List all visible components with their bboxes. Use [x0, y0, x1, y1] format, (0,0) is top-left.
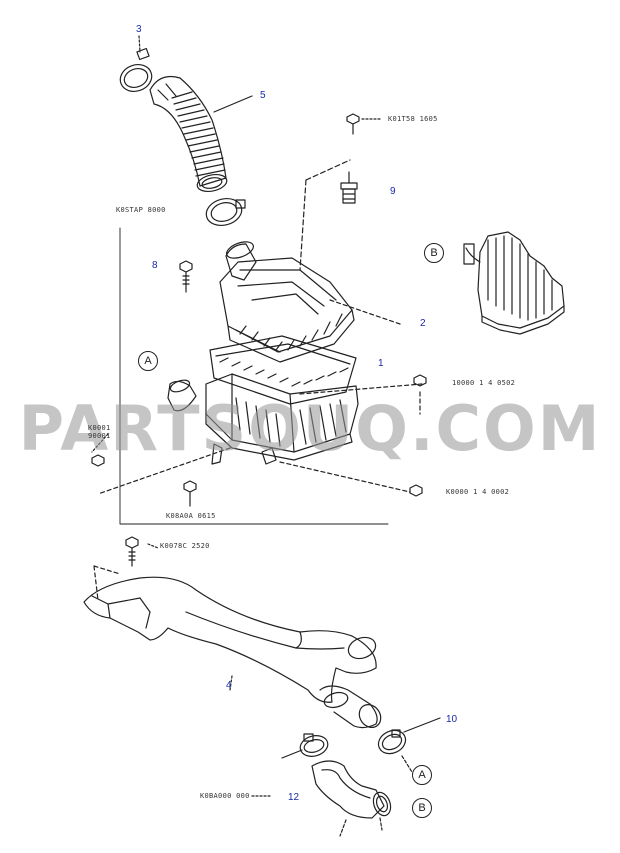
bolt-8: [179, 260, 193, 293]
intake-duct: [83, 565, 382, 729]
nut-left: [91, 454, 105, 467]
callout-10: 10: [446, 714, 458, 725]
code-right-low: K0000 1 4 0002: [446, 488, 510, 496]
small-hose-12: [311, 760, 392, 837]
hose-clamp-10: [377, 717, 441, 773]
bolt-bottom-box: [183, 480, 197, 507]
bolt-under-box: [125, 536, 139, 567]
code-bottom: K0BA000 000: [200, 792, 250, 800]
code-box-top: K0STAP 8000: [116, 206, 166, 214]
code-bottom-box: K08A0A 0615: [166, 512, 216, 520]
ref-a-left: A: [138, 351, 158, 371]
callout-4: 4: [226, 680, 232, 691]
hose-clamp-top: [119, 35, 153, 92]
bolt-top-right: [346, 113, 383, 135]
nut-right-mid: [413, 374, 427, 387]
air-cleaner-assembly: [97, 159, 423, 525]
code-left-b: 90001: [88, 432, 111, 440]
code-right-mid: 10000 1 4 0502: [452, 379, 516, 387]
callout-8: 8: [152, 260, 158, 271]
callout-1: 1: [378, 358, 384, 369]
code-top-right: K01T58 1605: [388, 115, 438, 123]
code-left-a: K0001: [88, 424, 111, 432]
grommet-9: [340, 171, 358, 204]
hose-clamp-lower: [205, 198, 246, 226]
ref-b-right: B: [424, 243, 444, 263]
resonator-b: [463, 231, 565, 335]
hose-clamp-left: [281, 733, 329, 759]
callout-5: 5: [260, 90, 266, 101]
callout-3: 3: [136, 24, 142, 35]
callout-2: 2: [420, 318, 426, 329]
intake-hose: [149, 75, 253, 193]
callout-9: 9: [390, 186, 396, 197]
code-under-box: K0078C 2520: [160, 542, 210, 550]
ref-a-bottom: A: [412, 765, 432, 785]
nut-right-low: [409, 484, 423, 497]
ref-b-bottom: B: [412, 798, 432, 818]
callout-12: 12: [288, 792, 300, 803]
